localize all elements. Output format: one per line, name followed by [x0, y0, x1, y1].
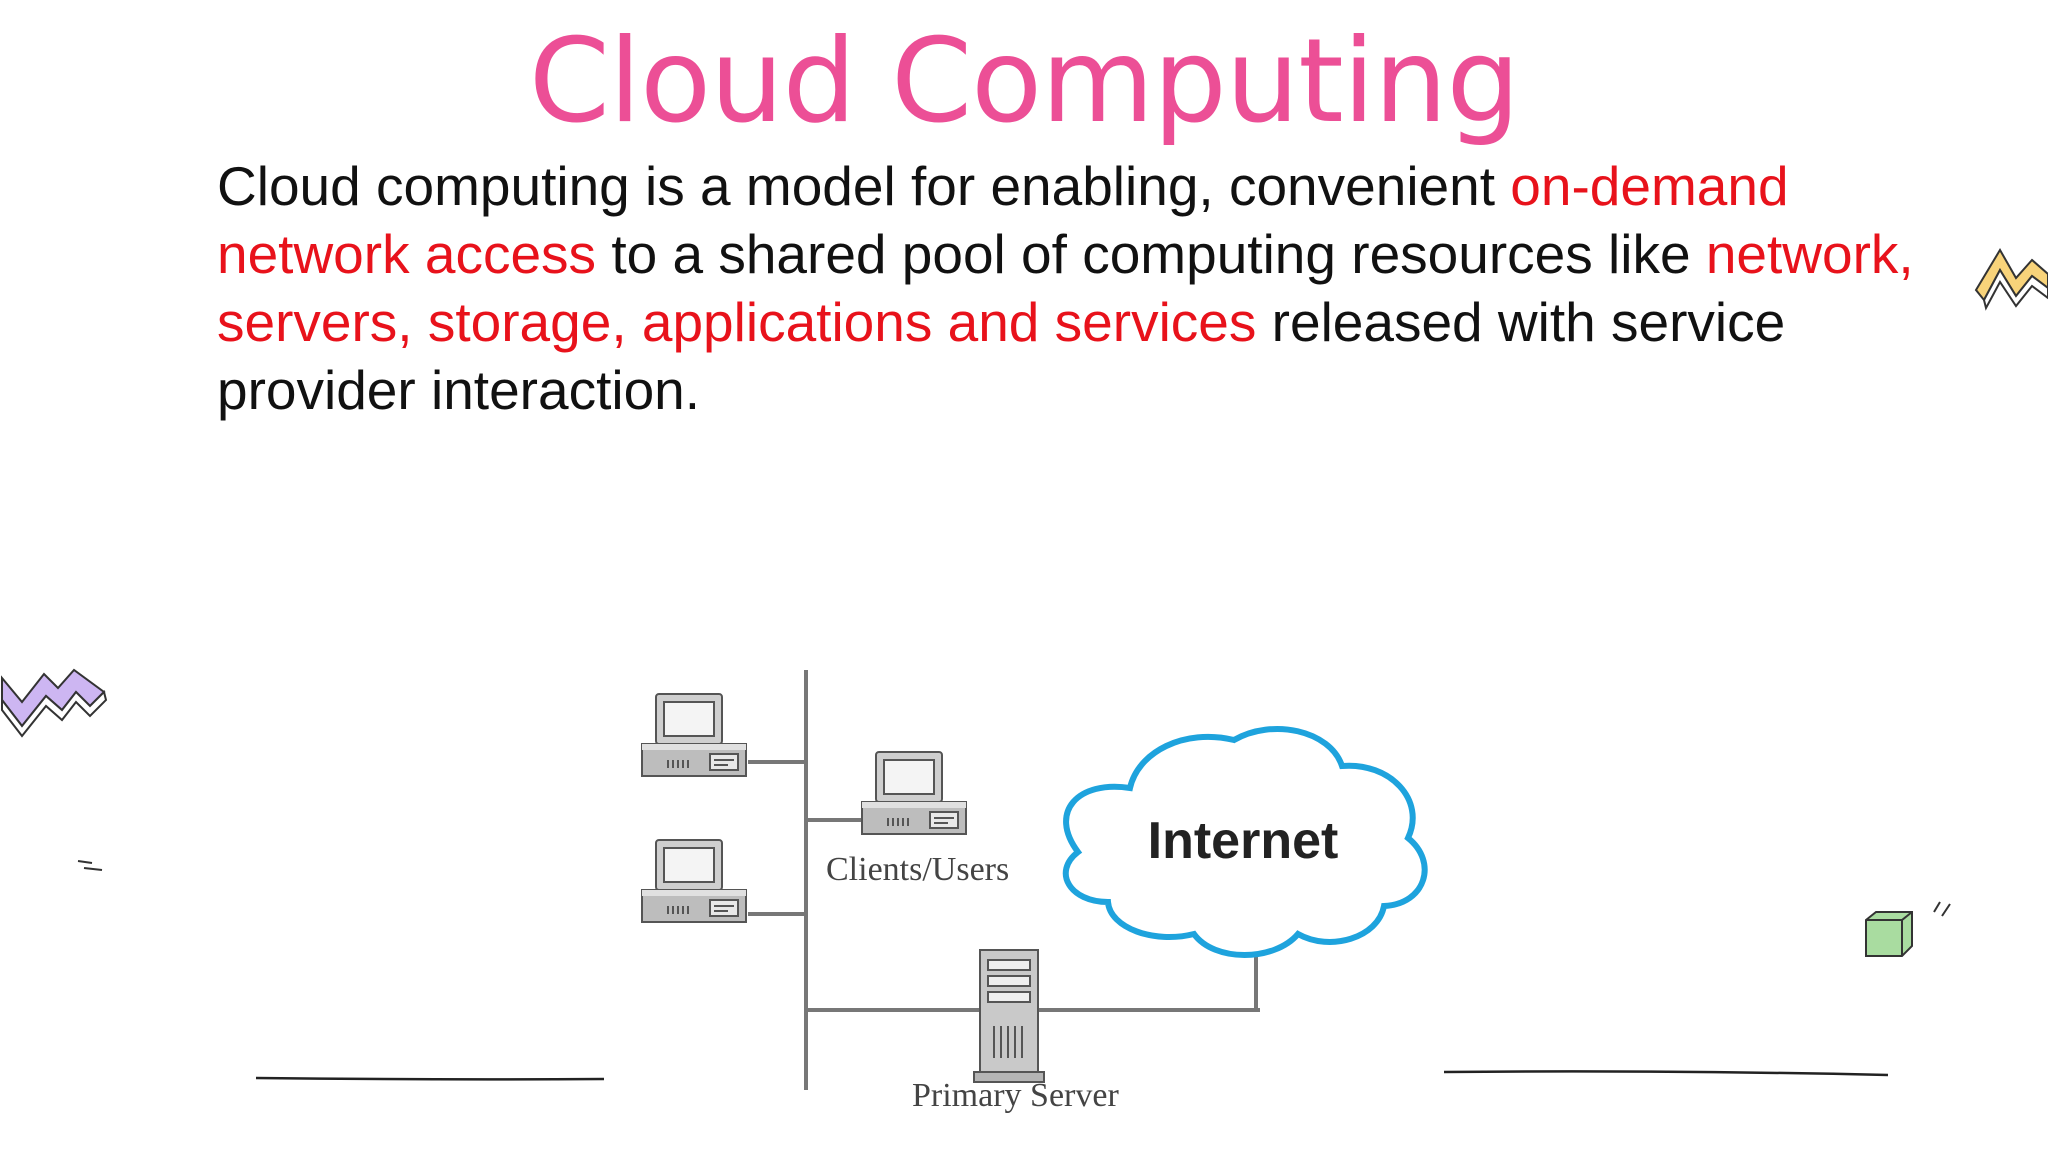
cloud-icon [1062, 725, 1428, 958]
slide-title: Cloud Computing [528, 14, 1520, 149]
desktop-computer-icon [641, 839, 747, 923]
zigzag-doodle-icon [1974, 248, 2048, 311]
primary-server-label: Primary Server [912, 1077, 1119, 1114]
underline-doodle-left [255, 1076, 605, 1081]
definition-part-5: released with service provider interacti… [217, 291, 1786, 421]
definition-text: Cloud computing is a model for enabling,… [217, 152, 1917, 424]
zigzag-doodle-icon [1, 668, 108, 738]
definition-part-1: Cloud computing is a model for enabling,… [217, 155, 1511, 217]
underline-doodle-right [1443, 1070, 1889, 1077]
desktop-computer-icon [861, 751, 967, 835]
definition-highlight-2: network, servers, storage, applications … [217, 223, 1914, 353]
server-tower-icon [973, 949, 1045, 1083]
desktop-computer-icon [641, 693, 747, 777]
definition-highlight-1: on-demand network access [217, 155, 1789, 285]
definition-part-3: to a shared pool of computing resources … [596, 223, 1706, 285]
tick-doodle-icon [77, 860, 103, 871]
internet-label: Internet [1148, 812, 1339, 870]
network-diagram: Internet Clients/Users Primary Server [641, 670, 1428, 1114]
clients-users-label: Clients/Users [826, 851, 1009, 888]
cube-doodle-icon [1865, 901, 1951, 957]
